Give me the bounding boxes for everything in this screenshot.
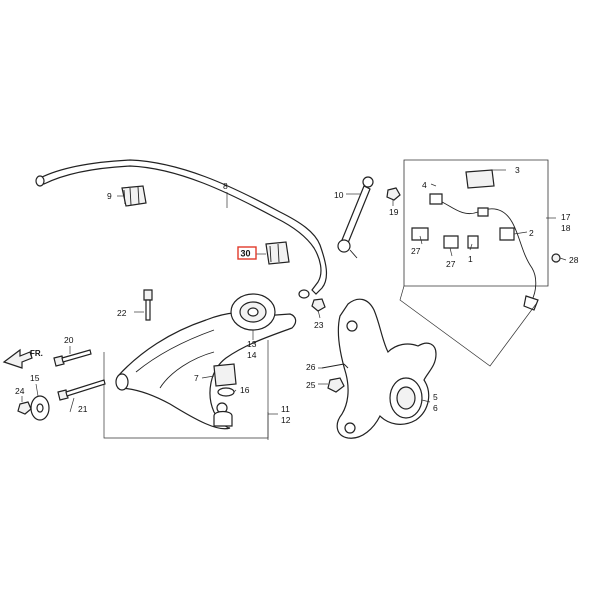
callout-10: 10 bbox=[334, 190, 344, 200]
callout-labels: 8 9 10 19 4 3 2 17 18 28 27 27 1 22 23 2… bbox=[15, 165, 579, 425]
callout-6: 6 bbox=[433, 403, 438, 413]
callout-13: 13 bbox=[247, 339, 257, 349]
callout-26: 26 bbox=[306, 362, 316, 372]
callout-8: 8 bbox=[223, 181, 228, 191]
ball-joint-boot[interactable] bbox=[213, 363, 237, 387]
callout-27-left: 27 bbox=[411, 246, 421, 256]
nut-24[interactable] bbox=[17, 401, 32, 415]
callout-16: 16 bbox=[240, 385, 250, 395]
callout-15: 15 bbox=[30, 373, 40, 383]
bushing-30[interactable] bbox=[265, 241, 290, 265]
nut-23[interactable] bbox=[311, 298, 326, 312]
circlip-16[interactable] bbox=[217, 387, 235, 397]
nut-19[interactable] bbox=[386, 187, 401, 201]
stabilizer-bar[interactable] bbox=[35, 159, 328, 299]
callout-28: 28 bbox=[569, 255, 579, 265]
callout-14: 14 bbox=[247, 350, 257, 360]
callout-9: 9 bbox=[107, 191, 112, 201]
lower-arm-group-box bbox=[103, 340, 269, 439]
bolt-21[interactable] bbox=[57, 379, 106, 401]
callout-11: 11 bbox=[281, 404, 290, 414]
compliance-bushing[interactable] bbox=[230, 293, 276, 331]
callout-17: 17 bbox=[561, 212, 571, 222]
callout-12: 12 bbox=[281, 415, 291, 425]
callout-22: 22 bbox=[117, 308, 127, 318]
wheel-sensor-group-box bbox=[403, 159, 549, 287]
bushing-9[interactable] bbox=[121, 185, 147, 207]
callout-21: 21 bbox=[78, 404, 88, 414]
callout-30: 30 bbox=[241, 249, 251, 259]
washer-15[interactable] bbox=[30, 395, 50, 421]
highlight-box bbox=[237, 246, 257, 260]
callout-7: 7 bbox=[194, 373, 199, 383]
bolt-28[interactable] bbox=[551, 253, 561, 263]
front-direction-arrow: FR. bbox=[2, 348, 43, 369]
nut-25[interactable] bbox=[327, 377, 345, 393]
callout-18: 18 bbox=[561, 223, 571, 233]
highlighted-callout-30[interactable]: 30 bbox=[237, 246, 257, 260]
stabilizer-link[interactable] bbox=[337, 176, 374, 259]
callout-2: 2 bbox=[529, 228, 534, 238]
leader-lines bbox=[21, 169, 567, 440]
ball-joint[interactable] bbox=[213, 402, 233, 427]
wheel-speed-sensor[interactable] bbox=[411, 169, 539, 311]
callout-5: 5 bbox=[433, 392, 438, 402]
callout-25: 25 bbox=[306, 380, 316, 390]
steering-knuckle[interactable] bbox=[336, 298, 437, 439]
callout-19: 19 bbox=[389, 207, 399, 217]
callout-24: 24 bbox=[15, 386, 25, 396]
callout-1: 1 bbox=[468, 254, 473, 264]
cotter-pin-26[interactable] bbox=[321, 363, 349, 369]
lower-control-arm[interactable] bbox=[115, 311, 297, 430]
front-direction-label: FR. bbox=[30, 349, 43, 358]
bolt-22[interactable] bbox=[143, 289, 153, 321]
callout-4: 4 bbox=[422, 180, 427, 190]
bolt-20[interactable] bbox=[53, 349, 92, 367]
callout-3: 3 bbox=[515, 165, 520, 175]
callout-23: 23 bbox=[314, 320, 324, 330]
callout-27-right: 27 bbox=[446, 259, 456, 269]
callout-20: 20 bbox=[64, 335, 74, 345]
